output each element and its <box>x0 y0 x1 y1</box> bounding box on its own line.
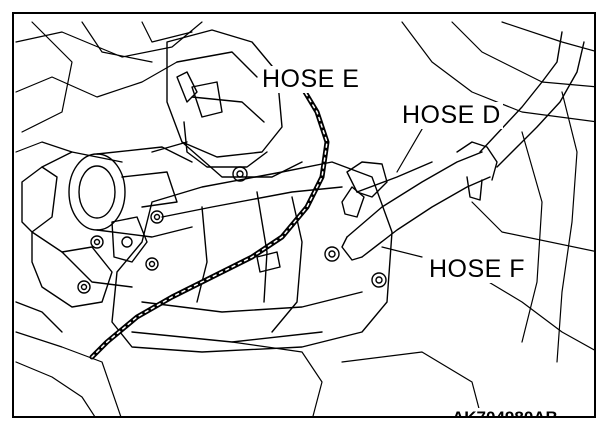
hose-e-label: HOSE E <box>260 65 362 93</box>
diagram-frame: HOSE E HOSE D HOSE F AK704980AB <box>12 12 596 418</box>
engine-bay-background <box>15 21 594 416</box>
hose-f-label: HOSE F <box>427 255 528 283</box>
left-bracket-assembly <box>15 151 148 333</box>
figure-code: AK704980AB <box>450 408 560 416</box>
hose-d-line <box>341 161 433 218</box>
valve-body <box>151 29 303 182</box>
hose-d-label: HOSE D <box>400 101 503 129</box>
hose-f-line <box>341 31 585 261</box>
engine-bay-line-drawing <box>15 21 594 416</box>
hose-e-ribs <box>91 86 328 358</box>
canister-component <box>68 146 193 238</box>
hose-e-line <box>89 84 330 360</box>
